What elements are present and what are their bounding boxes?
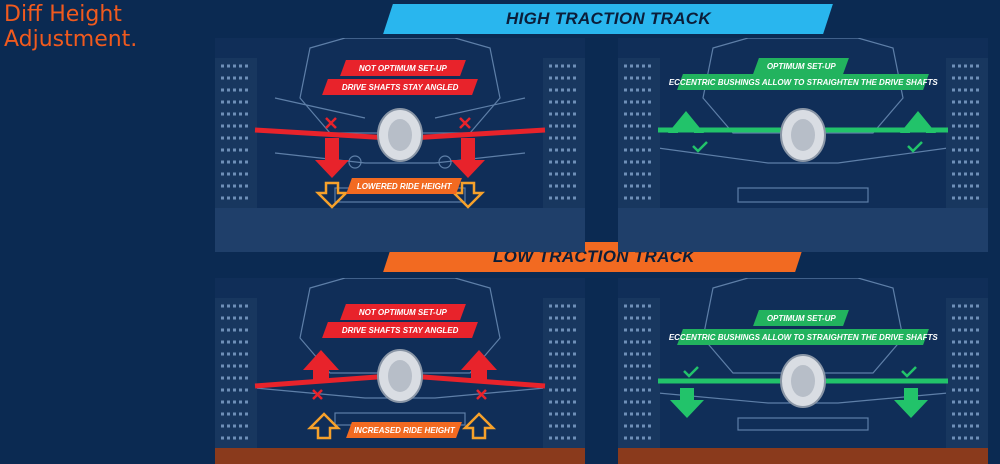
- banner-high-traction: HIGH TRACTION TRACK: [383, 4, 833, 34]
- cross-icon: [325, 117, 471, 129]
- panel-low-not-optimum: NOT OPTIMUM SET-UP DRIVE SHAFTS STAY ANG…: [215, 278, 585, 464]
- cross-icon: [312, 389, 487, 400]
- wheel-right: [946, 58, 988, 208]
- status-badge: OPTIMUM SET-UP: [753, 310, 849, 326]
- chassis-diagram: [618, 38, 988, 252]
- chassis-diagram: [215, 278, 585, 464]
- panel-low-optimum: OPTIMUM SET-UP ECCENTRIC BUSHINGS ALLOW …: [618, 278, 988, 464]
- banner-high-label: HIGH TRACTION TRACK: [505, 9, 711, 28]
- status-badge: OPTIMUM SET-UP: [753, 58, 849, 74]
- status-badge: NOT OPTIMUM SET-UP: [340, 60, 466, 76]
- arrow-icon: [670, 388, 928, 418]
- note-label: DRIVE SHAFTS STAY ANGLED: [322, 79, 478, 95]
- panel-high-optimum: OPTIMUM SET-UP ECCENTRIC BUSHINGS ALLOW …: [618, 38, 988, 252]
- ground: [618, 208, 988, 252]
- wheel-right: [543, 58, 585, 208]
- wheel-left: [618, 58, 660, 208]
- wheel-left: [215, 58, 257, 208]
- note-label: DRIVE SHAFTS STAY ANGLED: [322, 322, 478, 338]
- check-icon: [683, 366, 917, 378]
- chassis-diagram: [215, 38, 585, 252]
- differential: [780, 354, 826, 408]
- ride-height-label: INCREASED RIDE HEIGHT: [346, 422, 462, 438]
- title-line-2: Adjustment.: [4, 27, 138, 52]
- ground: [215, 448, 585, 464]
- status-badge: NOT OPTIMUM SET-UP: [340, 304, 466, 320]
- page-title: Diff Height Adjustment.: [4, 2, 137, 52]
- ride-height-label: LOWERED RIDE HEIGHT: [346, 178, 462, 194]
- ground: [215, 208, 585, 252]
- arrow-icon: [306, 412, 497, 440]
- ground: [618, 448, 988, 464]
- note-label: ECCENTRIC BUSHINGS ALLOW TO STRAIGHTEN T…: [669, 329, 937, 345]
- wheel-left: [618, 298, 660, 448]
- note-label: ECCENTRIC BUSHINGS ALLOW TO STRAIGHTEN T…: [669, 74, 937, 90]
- arrow-icon: [315, 138, 485, 178]
- arrow-icon: [314, 181, 486, 209]
- differential: [780, 108, 826, 162]
- wheel-right: [543, 298, 585, 448]
- differential: [377, 349, 423, 403]
- panel-high-not-optimum: NOT OPTIMUM SET-UP DRIVE SHAFTS STAY ANG…: [215, 38, 585, 252]
- check-icon: [692, 141, 923, 153]
- differential: [377, 108, 423, 162]
- chassis-outline: [657, 38, 949, 203]
- arrow-icon: [668, 111, 936, 133]
- wheel-left: [215, 298, 257, 448]
- title-line-1: Diff Height: [4, 2, 122, 27]
- wheel-right: [946, 298, 988, 448]
- chassis-diagram: [618, 278, 988, 464]
- arrow-icon: [303, 350, 497, 380]
